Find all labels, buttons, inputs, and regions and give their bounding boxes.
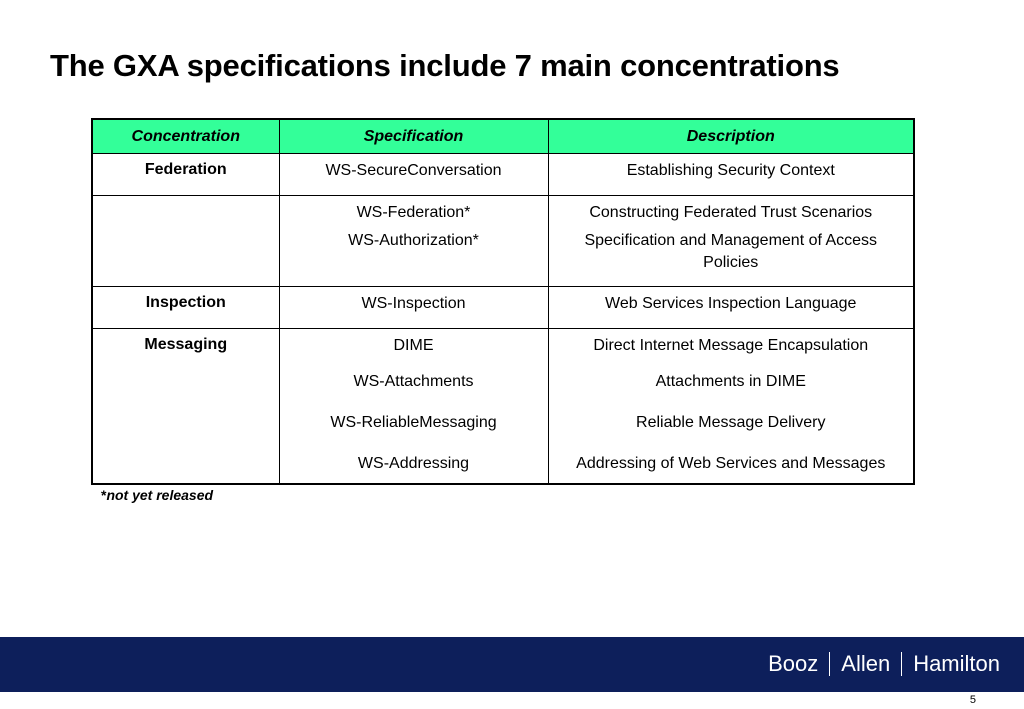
- spec-text: WS-Authorization*: [348, 232, 479, 249]
- table-header-row: Concentration Specification Description: [91, 118, 915, 154]
- header-concentration: Concentration: [91, 118, 280, 154]
- desc-text: Establishing Security Context: [626, 162, 835, 179]
- table-row: WS-Federation* WS-Authorization* Constru…: [91, 195, 915, 287]
- company-logo: Booz Allen Hamilton: [768, 651, 1000, 677]
- footnote: *not yet released: [101, 487, 213, 503]
- desc-text: Addressing of Web Services and Messages: [576, 455, 886, 472]
- specification-cell: WS-Federation* WS-Authorization*: [278, 195, 549, 287]
- spec-text: WS-ReliableMessaging: [330, 414, 497, 431]
- logo-word-hamilton: Hamilton: [913, 651, 1000, 676]
- concentration-cell: Federation: [91, 153, 280, 196]
- desc-text: Web Services Inspection Language: [605, 295, 857, 312]
- concentration-cell: Inspection: [91, 286, 280, 329]
- logo-divider: [829, 652, 831, 676]
- description-cell: Constructing Federated Trust Scenarios S…: [547, 195, 915, 287]
- concentration-cell: [91, 195, 280, 287]
- spec-text: WS-SecureConversation: [325, 162, 502, 179]
- desc-text: Constructing Federated Trust Scenarios: [589, 204, 873, 221]
- description-cell: Direct Internet Message Encapsulation At…: [547, 328, 915, 485]
- desc-text: Attachments in DIME: [655, 373, 806, 390]
- concentration-cell: Messaging: [91, 328, 280, 485]
- logo-word-allen: Allen: [841, 651, 891, 676]
- page-number: 5: [969, 694, 976, 706]
- description-cell: Establishing Security Context: [547, 153, 915, 196]
- desc-text: Reliable Message Delivery: [636, 414, 826, 431]
- table-row: Inspection WS-Inspection Web Services In…: [91, 286, 915, 329]
- specification-cell: DIME WS-Attachments WS-ReliableMessaging…: [278, 328, 549, 485]
- desc-text: Direct Internet Message Encapsulation: [593, 337, 869, 354]
- spec-text: WS-Inspection: [361, 295, 466, 312]
- description-cell: Web Services Inspection Language: [547, 286, 915, 329]
- footnote-star: *: [101, 487, 107, 503]
- header-description: Description: [547, 118, 915, 154]
- specification-cell: WS-Inspection: [278, 286, 549, 329]
- desc-text: Specification and Management of Access P…: [584, 232, 878, 271]
- table-row: Federation WS-SecureConversation Establi…: [91, 153, 915, 196]
- header-specification: Specification: [278, 118, 549, 154]
- spec-text: WS-Federation*: [356, 204, 471, 221]
- spec-text: WS-Attachments: [353, 373, 474, 390]
- specification-cell: WS-SecureConversation: [278, 153, 549, 196]
- footnote-text: not yet released: [106, 487, 214, 503]
- table-row: Messaging DIME WS-Attachments WS-Reliabl…: [91, 328, 915, 485]
- footer-band: Booz Allen Hamilton: [0, 637, 1024, 692]
- slide-title: The GXA specifications include 7 main co…: [50, 48, 840, 83]
- logo-word-booz: Booz: [768, 651, 819, 676]
- logo-divider: [901, 652, 903, 676]
- spec-text: DIME: [393, 337, 434, 354]
- concentrations-table: Concentration Specification Description …: [91, 118, 915, 485]
- spec-text: WS-Addressing: [357, 455, 470, 472]
